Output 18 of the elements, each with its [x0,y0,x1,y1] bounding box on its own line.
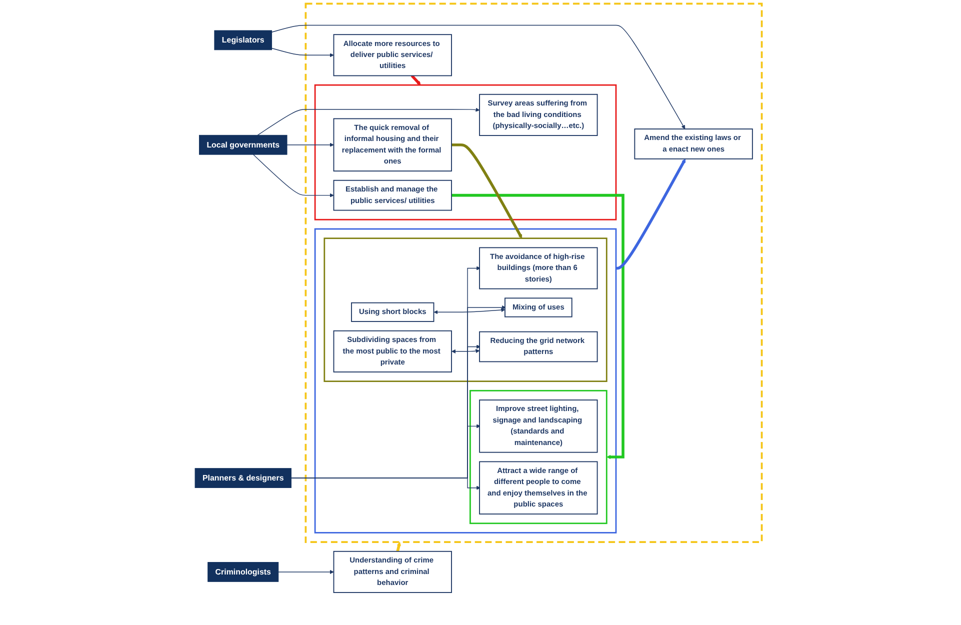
arrow [452,194,624,460]
arrow [257,108,480,136]
arrow [616,158,686,270]
arrow [452,143,522,238]
cluster [470,390,608,524]
arrow [434,308,506,314]
arrow [410,74,421,86]
arrow [278,570,334,574]
arrow [396,542,401,552]
arrow [286,142,334,147]
cluster [324,238,608,382]
arrow [271,24,686,130]
cluster [304,2,763,543]
cluster [314,228,617,534]
arrow [271,48,334,58]
arrow [253,154,334,198]
arrow [452,348,480,354]
cluster [314,84,617,220]
